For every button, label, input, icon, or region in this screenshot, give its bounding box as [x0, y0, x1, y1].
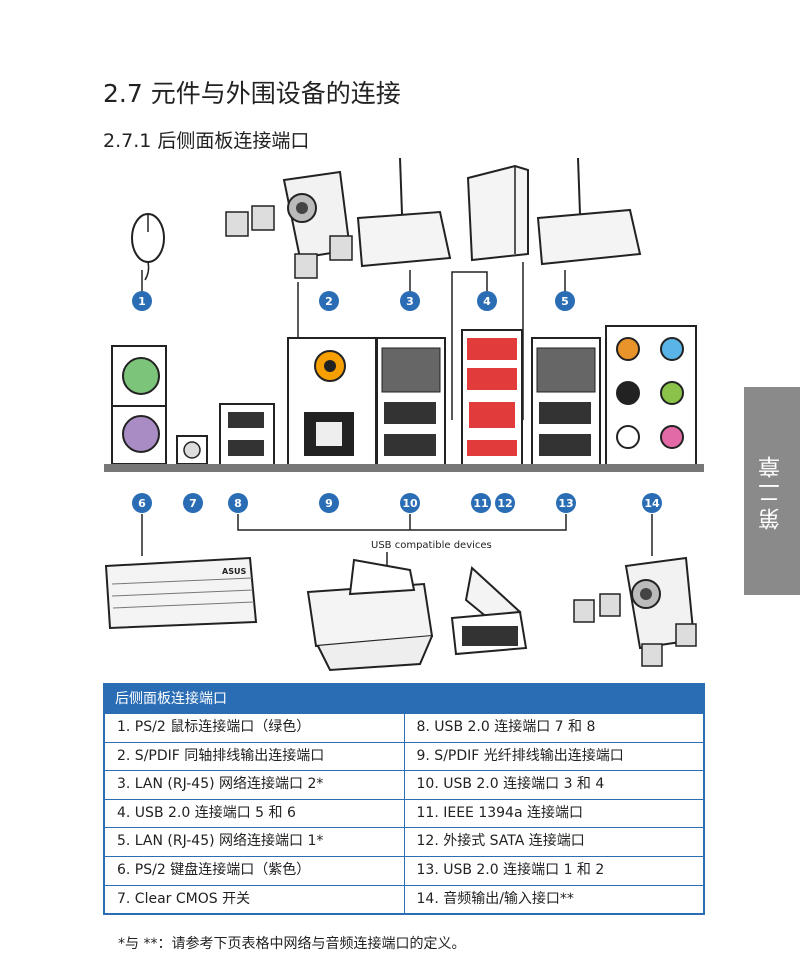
table-cell: 9. S/PDIF 光纤排线输出连接端口	[403, 742, 704, 771]
panel-baseline	[104, 464, 704, 472]
table-cell: 2. S/PDIF 同轴排线输出连接端口	[117, 747, 325, 764]
table-cell: 13. USB 2.0 连接端口 1 和 2	[403, 856, 704, 885]
modem-icon	[466, 164, 529, 262]
table-row: 6. PS/2 键盘连接端口（紫色） 13. USB 2.0 连接端口 1 和 2	[105, 855, 704, 885]
port-number-marker: 6	[132, 493, 152, 513]
table-cell: 11. IEEE 1394a 连接端口	[403, 799, 704, 828]
table-cell: 4. USB 2.0 连接端口 5 和 6	[117, 804, 296, 821]
table-cell: 7. Clear CMOS 开关	[117, 890, 251, 907]
table-row: 7. Clear CMOS 开关 14. 音频输出/输入接口**	[105, 884, 704, 914]
port-number-marker: 4	[477, 291, 497, 311]
subsection-heading: 2.7.1 后侧面板连接端口	[103, 130, 310, 152]
keyboard-icon: ASUS	[104, 556, 258, 630]
mouse-port	[111, 345, 167, 407]
table-cell: 8. USB 2.0 连接端口 7 和 8	[403, 714, 704, 742]
port-number: 2	[325, 295, 333, 308]
table-row: 3. LAN (RJ-45) 网络连接端口 2* 10. USB 2.0 连接端口…	[105, 770, 703, 799]
audio-jacks	[605, 325, 697, 469]
table-row: 4. USB 2.0 连接端口 5 和 6 11. IEEE 1394a 连接端口	[105, 798, 704, 828]
port-number: 1	[138, 295, 146, 308]
table-cell: 6. PS/2 键盘连接端口（紫色）	[117, 861, 311, 878]
router-icon	[356, 157, 452, 268]
port-number: 5	[561, 295, 569, 308]
usb-devices-label: USB compatible devices	[371, 540, 492, 551]
port-number-marker: 3	[400, 291, 420, 311]
lan-usb-block-1	[376, 337, 446, 467]
port-number: 4	[483, 295, 491, 308]
port-number-marker: 13	[556, 493, 576, 513]
table-row: 2. S/PDIF 同轴排线输出连接端口 9. S/PDIF 光纤排线输出连接端口	[105, 741, 704, 771]
keyboard-port	[111, 405, 167, 465]
port-number: 11	[473, 497, 488, 510]
port-number-marker: 5	[555, 291, 575, 311]
table-cell: 1. PS/2 鼠标连接端口（绿色）	[117, 719, 311, 735]
port-number-marker: 2	[319, 291, 339, 311]
port-number: 9	[325, 497, 333, 510]
router-icon-2	[536, 157, 642, 266]
port-number: 6	[138, 497, 146, 510]
table-title: 后侧面板连接端口	[105, 685, 703, 713]
ports-table: 后侧面板连接端口 1. PS/2 鼠标连接端口（绿色） 8. USB 2.0 连接…	[103, 683, 705, 916]
port-number-marker: 8	[228, 493, 248, 513]
spdif-ports	[287, 337, 377, 467]
svg-text:ASUS: ASUS	[222, 567, 246, 576]
port-number-marker: 11	[471, 493, 491, 513]
table-cell: 14. 音频输出/输入接口**	[403, 885, 704, 914]
port-number: 8	[234, 497, 242, 510]
table-cell: 10. USB 2.0 连接端口 3 和 4	[403, 771, 704, 799]
port-number-marker: 9	[319, 493, 339, 513]
port-number: 7	[189, 497, 197, 510]
speaker-icon	[225, 170, 353, 279]
port-number-marker: 7	[183, 493, 203, 513]
table-row: 1. PS/2 鼠标连接端口（绿色） 8. USB 2.0 连接端口 7 和 8	[105, 713, 703, 742]
port-number: 10	[402, 497, 418, 510]
footnote: *与 **：请参考下页表格中网络与音频连接端口的定义。	[118, 936, 466, 952]
port-number: 3	[406, 295, 414, 308]
speaker-icon-2	[573, 556, 697, 667]
clear-cmos-button	[176, 435, 208, 465]
printer-icon	[306, 558, 434, 672]
table-row: 5. LAN (RJ-45) 网络连接端口 1* 12. 外接式 SATA 连接端…	[105, 827, 703, 856]
scanner-icon	[450, 566, 528, 656]
usb-ports-7-8	[219, 403, 275, 467]
port-number-marker: 10	[400, 493, 420, 513]
port-number: 12	[497, 497, 512, 510]
table-cell: 5. LAN (RJ-45) 网络连接端口 1*	[117, 833, 324, 850]
table-cell: 3. LAN (RJ-45) 网络连接端口 2*	[117, 776, 324, 793]
usb-1394-esata-block	[461, 329, 523, 467]
chapter-tab: 第二章	[744, 387, 800, 595]
lan-usb-block-2	[531, 337, 601, 467]
table-cell: 12. 外接式 SATA 连接端口	[403, 828, 704, 856]
port-number-marker: 1	[132, 291, 152, 311]
port-number-marker: 14	[642, 493, 662, 513]
port-number-marker: 12	[495, 493, 515, 513]
section-heading: 2.7 元件与外围设备的连接	[103, 79, 401, 108]
port-number: 13	[558, 497, 573, 510]
mouse-icon	[131, 213, 165, 281]
port-number: 14	[644, 497, 660, 510]
